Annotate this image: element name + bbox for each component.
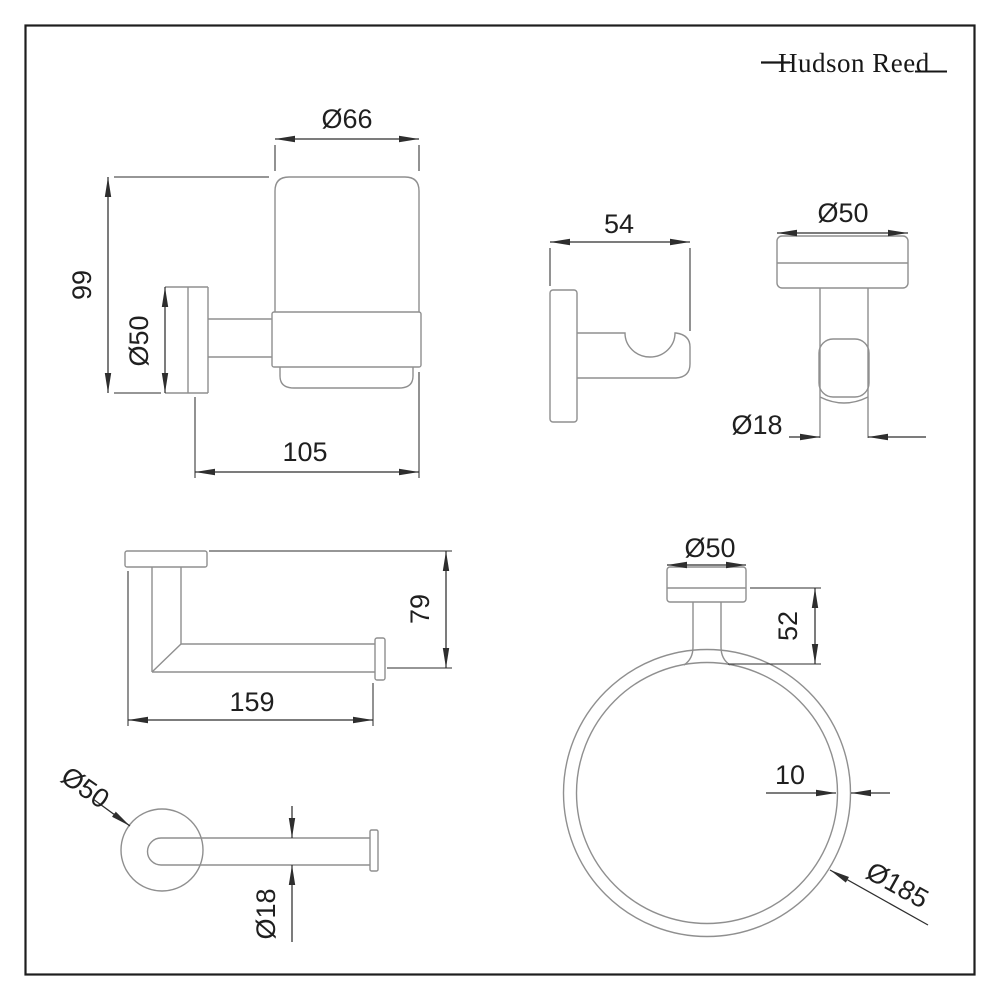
robe-hook-side-view: 54 <box>549 209 691 423</box>
dim-label-roll-plate-diameter: Ø50 <box>56 761 115 815</box>
dim-label-hook-plate-diameter: Ø50 <box>817 198 868 228</box>
dim-label-hook-depth: 54 <box>604 209 634 239</box>
dim-label-ring-diameter: Ø185 <box>861 856 933 914</box>
robe-hook-front-view: Ø50 Ø18 <box>731 198 926 441</box>
hook-arm-outline <box>577 332 691 379</box>
roll-plate-top <box>120 808 204 892</box>
ring-inner-circle <box>575 661 839 925</box>
hook-knob <box>818 338 870 398</box>
leader-roll-plate-diameter <box>92 798 131 827</box>
dim-label-height: 99 <box>67 270 97 300</box>
dim-label-hook-stem-diameter: Ø18 <box>731 410 782 440</box>
tumbler-cup-outline <box>274 176 420 312</box>
hook-plate-side <box>549 289 578 423</box>
towel-ring-view: Ø50 52 10 Ø185 <box>562 533 934 938</box>
dim-label-roll-height: 79 <box>405 594 435 624</box>
roll-plate-side <box>124 550 208 568</box>
roll-bar-rounded-end <box>146 837 162 866</box>
hook-knob-underside <box>819 396 869 404</box>
toilet-roll-holder-top-view: Ø50 Ø18 <box>56 761 379 942</box>
ring-plate <box>666 566 747 603</box>
ring-stem-left <box>683 602 694 666</box>
dim-label-ring-plate-diameter: Ø50 <box>684 533 735 563</box>
toilet-roll-holder-side-view: 79 159 <box>124 550 452 726</box>
tumbler-holder-ring <box>271 311 422 368</box>
dim-label-depth: 105 <box>282 437 327 467</box>
tumbler-holder-view: Ø66 99 Ø50 105 <box>67 104 422 478</box>
sheet-border <box>24 24 976 976</box>
logo-text: Hudson Reed <box>778 48 930 78</box>
roll-bar-endcap <box>374 637 386 681</box>
dim-label-ring-thickness: 10 <box>775 760 805 790</box>
dim-label-roll-bar-diameter: Ø18 <box>251 888 281 939</box>
brand-logo: Hudson Reed <box>761 48 947 78</box>
dim-label-cup-diameter: Ø66 <box>321 104 372 134</box>
dim-label-roll-length: 159 <box>229 687 274 717</box>
hook-plate-front <box>776 235 909 289</box>
ring-stem-right <box>720 602 731 666</box>
dim-label-plate-diameter: Ø50 <box>124 315 154 366</box>
tumbler-cup-bottom <box>279 367 414 389</box>
ring-outer-circle <box>562 648 852 938</box>
leader-ring-diameter <box>829 869 929 926</box>
dim-label-ring-drop: 52 <box>773 611 803 641</box>
roll-corner-miter <box>151 643 182 673</box>
roll-bar-endcap-top <box>369 829 379 872</box>
